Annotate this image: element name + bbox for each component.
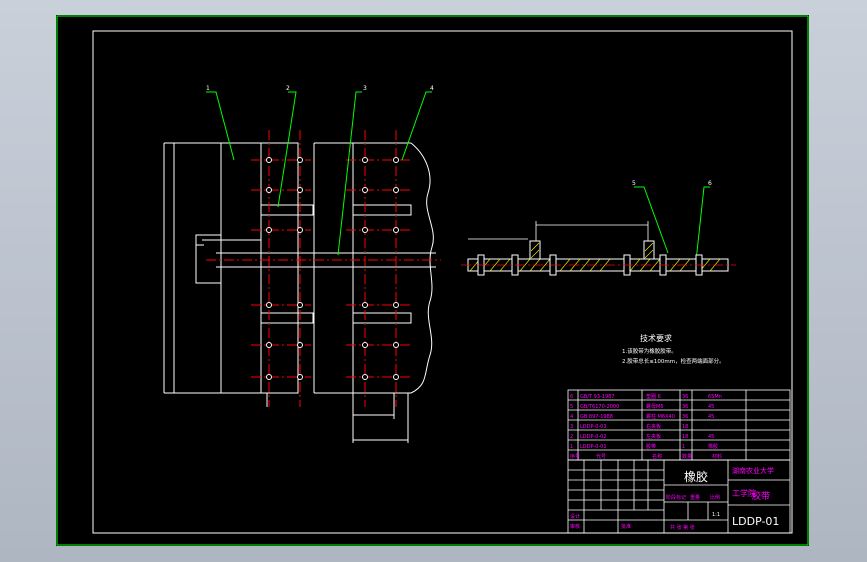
bom-row-name: 螺母M6 (646, 403, 664, 410)
bom-row-no: 3 (570, 424, 573, 430)
bom-header-no: 序号 (570, 453, 580, 460)
check-label: 审核 (570, 523, 580, 530)
bom-row-name: 螺柱 M6X40 (646, 413, 675, 420)
bom-row-qty: 36 (682, 414, 688, 420)
design-label: 设计 (570, 513, 580, 520)
tech-req-line-1: 1.该胶带为橡胶胶带。 (622, 347, 677, 355)
balloon-3: 3 (363, 85, 367, 92)
bom-header-code: 代号 (596, 453, 606, 460)
bom-row-name: 左夹板 (646, 433, 661, 440)
university: 湖南农业大学 (732, 466, 774, 475)
bom-row-code: LDDP-0-03 (580, 424, 607, 430)
bom-row-no: 4 (570, 414, 573, 420)
bom-row-material: 45 (708, 414, 714, 420)
ratio-label: 比例 (710, 494, 720, 501)
bom-row-material: 45 (708, 434, 714, 440)
part-name-2: 胶带 (752, 490, 770, 502)
bom-row-qty: 1 (682, 444, 685, 450)
stage-label: 阶段标记 (666, 494, 686, 501)
bom-row-no: 2 (570, 434, 573, 440)
balloon-5: 5 (632, 180, 636, 187)
bom-row-no: 5 (570, 404, 573, 410)
college: 工学院 (732, 488, 756, 498)
sheets-label: 共 张 第 张 (670, 524, 695, 531)
side-view (461, 221, 736, 276)
title-block (567, 459, 791, 534)
bom-row-material: 45 (708, 404, 714, 410)
bom-row-code: GB/T 93-1987 (580, 394, 615, 400)
cad-drawing: 1 2 3 4 5 6 (56, 15, 809, 546)
inner-frame (92, 30, 793, 534)
bom-text: 6 GB/T 93-1987 垫圈 6 36 65Mn 5 GB/T6170-2… (570, 393, 722, 460)
bom-row-material: 65Mn (708, 394, 722, 400)
bom-row-qty: 36 (682, 404, 688, 410)
drawing-sheet: 1 2 3 4 5 6 (56, 15, 809, 546)
bom-header-qty: 数量 (682, 453, 692, 460)
bom-row-name: 胶带 (646, 443, 656, 450)
title-block-text: 橡胶 湖南农业大学 工学院 胶带 LDDP-01 1:1 阶段标记 重量 比例 … (570, 466, 779, 531)
tech-req-line-2: 2.胶带总长≤100mm，检查两端面部分。 (622, 357, 725, 365)
leaders (206, 91, 710, 262)
bom-row-name: 垫圈 6 (646, 393, 661, 400)
technical-requirements: 技术要求 1.该胶带为橡胶胶带。 2.胶带总长≤100mm，检查两端面部分。 (622, 333, 725, 365)
weight-label: 重量 (690, 494, 700, 501)
tech-req-title: 技术要求 (640, 333, 672, 343)
bom-row-name: 右夹板 (646, 423, 661, 430)
balloon-6: 6 (708, 180, 712, 187)
bom-row-qty: 18 (682, 434, 688, 440)
bom-row-no: 6 (570, 394, 573, 400)
break-line (410, 142, 434, 394)
scale-value: 1:1 (712, 512, 720, 518)
bom-row-material: 橡胶 (708, 443, 718, 450)
balloon-4: 4 (430, 85, 434, 92)
balloon-2: 2 (286, 85, 290, 92)
bom-header-name: 名称 (652, 453, 662, 460)
bom-row-code: GB/T6170-2000 (580, 404, 619, 410)
bom-row-code: LDDP-0-02 (580, 434, 607, 440)
bom-row-qty: 36 (682, 394, 688, 400)
bom-header-material: 材料 (712, 453, 722, 460)
approve-label: 批准 (621, 523, 631, 530)
balloon-1: 1 (206, 85, 210, 92)
drawing-number: LDDP-01 (732, 515, 779, 528)
outer-frame (56, 15, 809, 546)
center-lines (206, 130, 441, 407)
bom-row-qty: 18 (682, 424, 688, 430)
bolt-holes (266, 157, 399, 380)
bom-row-code: GB 897-1988 (580, 414, 613, 420)
bom-row-no: 1 (570, 444, 573, 450)
front-view (163, 142, 436, 443)
balloon-labels: 1 2 3 4 5 6 (206, 85, 712, 187)
part-name: 橡胶 (684, 469, 708, 484)
left-plate-outline (164, 142, 299, 394)
bom-row-code: LDDP-0-01 (580, 444, 607, 450)
